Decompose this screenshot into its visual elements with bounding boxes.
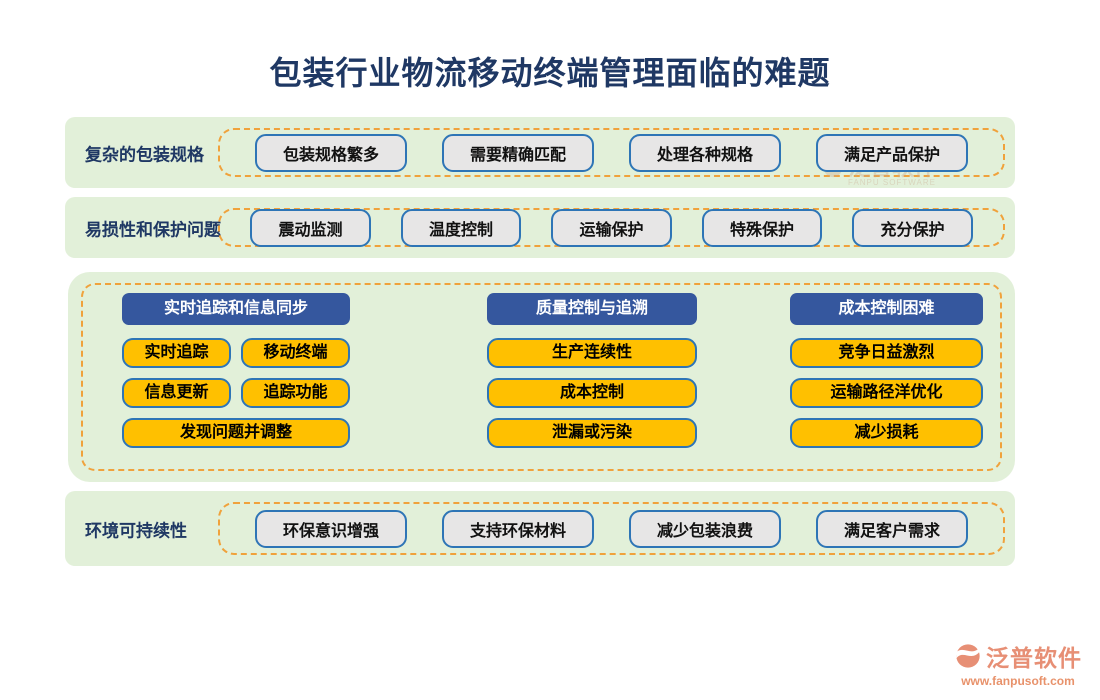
button-leak-pollution: 泄漏或污染 [487, 418, 697, 448]
button-fierce-competition: 竞争日益激烈 [790, 338, 983, 368]
pill-eco-materials: 支持环保材料 [441, 509, 594, 548]
button-cost-control: 成本控制 [487, 378, 697, 408]
column-cost-difficulty: 成本控制困难 竞争日益激烈 运输路径洋优化 减少损耗 [790, 293, 983, 458]
column-header-realtime-tracking: 实时追踪和信息同步 [122, 293, 350, 325]
fanpu-logo-icon [954, 642, 982, 670]
section-label-complex-specs: 复杂的包装规格 [85, 145, 204, 164]
brand-url: www.fanpusoft.com [961, 674, 1075, 688]
pill-temperature-control: 温度控制 [400, 208, 521, 247]
fanpu-brand-logo: 泛普软件 www.fanpusoft.com [954, 639, 1082, 688]
column-header-cost-difficulty: 成本控制困难 [790, 293, 983, 325]
column-header-quality-control: 质量控制与追溯 [487, 293, 697, 325]
page-title: 包装行业物流移动终端管理面临的难题 [269, 55, 831, 91]
pill-reduce-waste: 减少包装浪费 [628, 509, 781, 548]
pill-group-fragility: 震动监测 温度控制 运输保护 特殊保护 充分保护 [218, 208, 1005, 247]
pill-product-protection: 满足产品保护 [815, 133, 968, 172]
section-label-environment: 环境可持续性 [85, 521, 187, 540]
pill-special-protection: 特殊保护 [701, 208, 822, 247]
section-middle-challenges: 实时追踪和信息同步 实时追踪 移动终端 信息更新 追踪功能 发现问题并调整 质量… [68, 272, 1015, 482]
button-tracking-function: 追踪功能 [241, 378, 350, 408]
button-reduce-loss: 减少损耗 [790, 418, 983, 448]
pill-group-environment: 环保意识增强 支持环保材料 减少包装浪费 满足客户需求 [218, 502, 1005, 555]
pill-many-specs: 包装规格繁多 [254, 133, 407, 172]
section-fragility-protection: 易损性和保护问题 震动监测 温度控制 运输保护 特殊保护 充分保护 [65, 197, 1015, 258]
middle-dashed-border [81, 283, 1002, 471]
column-quality-control: 质量控制与追溯 生产连续性 成本控制 泄漏或污染 [487, 293, 697, 458]
button-find-and-adjust: 发现问题并调整 [122, 418, 350, 448]
pill-eco-awareness: 环保意识增强 [254, 509, 407, 548]
pill-handle-specs: 处理各种规格 [628, 133, 781, 172]
button-info-update: 信息更新 [122, 378, 231, 408]
button-route-optimization: 运输路径洋优化 [790, 378, 983, 408]
button-mobile-terminal: 移动终端 [241, 338, 350, 368]
pill-customer-needs: 满足客户需求 [815, 509, 968, 548]
column-realtime-tracking: 实时追踪和信息同步 实时追踪 移动终端 信息更新 追踪功能 发现问题并调整 [122, 293, 350, 458]
pill-full-protection: 充分保护 [852, 208, 973, 247]
pill-transport-protection: 运输保护 [551, 208, 672, 247]
watermark-subtext: FANPU SOFTWARE [848, 178, 936, 187]
pill-precise-match: 需要精确匹配 [441, 133, 594, 172]
button-production-continuity: 生产连续性 [487, 338, 697, 368]
brand-name: 泛普软件 [986, 645, 1082, 671]
section-label-fragility: 易损性和保护问题 [85, 220, 221, 239]
pill-group-complex-specs: 包装规格繁多 需要精确匹配 处理各种规格 满足产品保护 [218, 128, 1005, 177]
section-environment-sustainability: 环境可持续性 环保意识增强 支持环保材料 减少包装浪费 满足客户需求 [65, 491, 1015, 566]
section-complex-packaging-specs: 泛普软件 FANPU SOFTWARE 复杂的包装规格 包装规格繁多 需要精确匹… [65, 117, 1015, 188]
pill-vibration-monitor: 震动监测 [250, 208, 371, 247]
button-realtime-track: 实时追踪 [122, 338, 231, 368]
